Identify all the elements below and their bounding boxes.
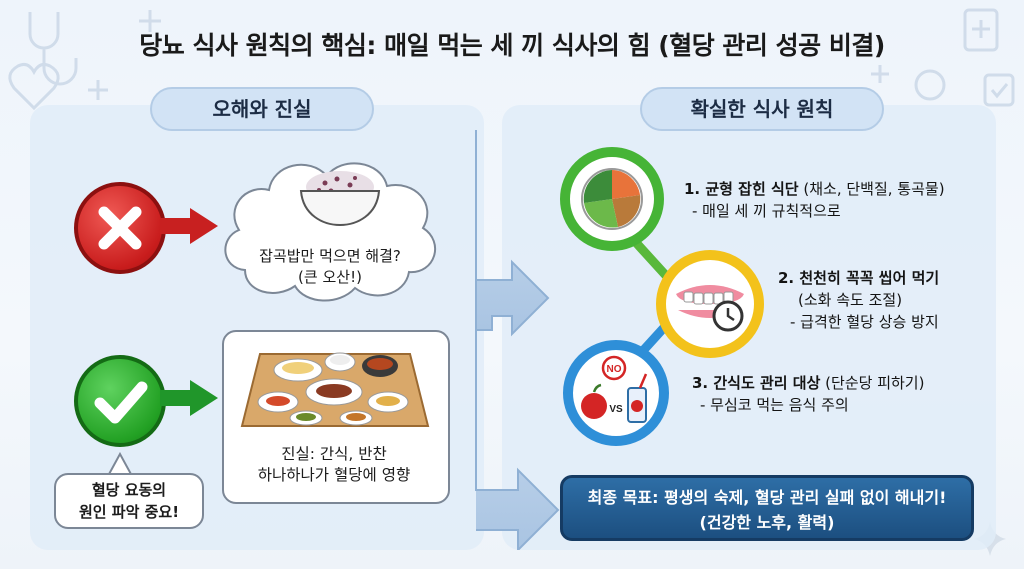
- step-3-title: 3. 간식도 관리 대상: [692, 374, 821, 392]
- step-2-title: 2. 천천히 꼭꼭 씹어 먹기: [778, 269, 940, 287]
- left-header: 오해와 진실: [150, 87, 374, 131]
- step-3-sub: - 무심코 먹는 음식 주의: [700, 396, 849, 414]
- thought-cloud: [224, 162, 437, 302]
- step-2-extra: (소화 속도 조절): [798, 291, 903, 309]
- right-header: 확실한 식사 원칙: [640, 87, 884, 131]
- final-goal-box: 최종 목표: 평생의 숙제, 혈당 관리 실패 없이 해내기! (건강한 노후,…: [560, 475, 974, 541]
- truth-line-1: 진실: 간식, 반찬: [281, 445, 387, 463]
- step-1-title: 1. 균형 잡힌 식단: [684, 180, 799, 198]
- heart-icon: [8, 63, 60, 111]
- goal-line-2: (건강한 노후, 활력): [699, 513, 835, 532]
- plus-icon: [972, 20, 990, 38]
- balanced-plate-icon: [581, 168, 643, 230]
- page-title: 당뇨 식사 원칙의 핵심: 매일 먹는 세 끼 식사의 힘 (혈당 관리 성공 …: [139, 31, 885, 60]
- truth-line-2: 하나하나가 혈당에 영향: [257, 466, 411, 484]
- step-3-extra: (단순당 피하기): [820, 374, 925, 392]
- step-1-sub: - 매일 세 끼 규칙적으로: [692, 202, 841, 220]
- check-icon: [94, 381, 148, 424]
- flow-arrows: [475, 130, 560, 550]
- note-line-1: 혈당 요동의: [91, 481, 167, 499]
- myth-line-1: 잡곡밥만 먹으면 해결?: [259, 247, 401, 265]
- note-line-2: 원인 파악 중요!: [78, 503, 180, 521]
- checklist-icon: [983, 73, 1015, 107]
- goal-line-1: 최종 목표: 평생의 숙제, 혈당 관리 실패 없이 해내기!: [587, 488, 947, 507]
- note-pointer: [106, 452, 134, 476]
- food-table-icon: [240, 352, 430, 427]
- stethoscope-icon: [28, 12, 78, 86]
- plus-icon: [139, 10, 161, 32]
- step-3-text: 3. 간식도 관리 대상 (단순당 피하기) - 무심코 먹는 음식 주의: [692, 372, 992, 416]
- plus-icon: [871, 65, 889, 83]
- clock-icon: [914, 69, 946, 101]
- arrow-to-goal: [475, 330, 560, 550]
- truth-text: 진실: 간식, 반찬 하나하나가 혈당에 영향: [226, 444, 442, 486]
- arrow-right-icon: [160, 208, 218, 244]
- myth-line-2: (큰 오산!): [298, 268, 362, 286]
- snack-vs-label: VS: [609, 404, 623, 415]
- plus-icon: [88, 80, 108, 100]
- step-1-extra: (채소, 단백질, 통곡물): [798, 180, 945, 198]
- snack-no-label: NO: [607, 364, 622, 375]
- step-2-text: 2. 천천히 꼭꼭 씹어 먹기 (소화 속도 조절) - 급격한 혈당 상승 방…: [778, 267, 998, 333]
- myth-text: 잡곡밥만 먹으면 해결? (큰 오산!): [225, 246, 435, 288]
- clipboard-icon: [963, 8, 999, 52]
- step-1-text: 1. 균형 잡힌 식단 (채소, 단백질, 통곡물) - 매일 세 끼 규칙적으…: [684, 178, 994, 222]
- teeth-clock-icon: [676, 285, 744, 332]
- arrow-right-icon: [160, 380, 218, 416]
- rice-bowl-icon: [299, 171, 381, 227]
- arrow-to-right-top: [475, 130, 550, 337]
- close-icon: [98, 206, 142, 250]
- step-2-sub: - 급격한 혈당 상승 방지: [790, 313, 939, 331]
- apple-vs-soda-icon: NO VS: [581, 355, 648, 423]
- note-bubble: 혈당 요동의 원인 파악 중요!: [54, 473, 204, 529]
